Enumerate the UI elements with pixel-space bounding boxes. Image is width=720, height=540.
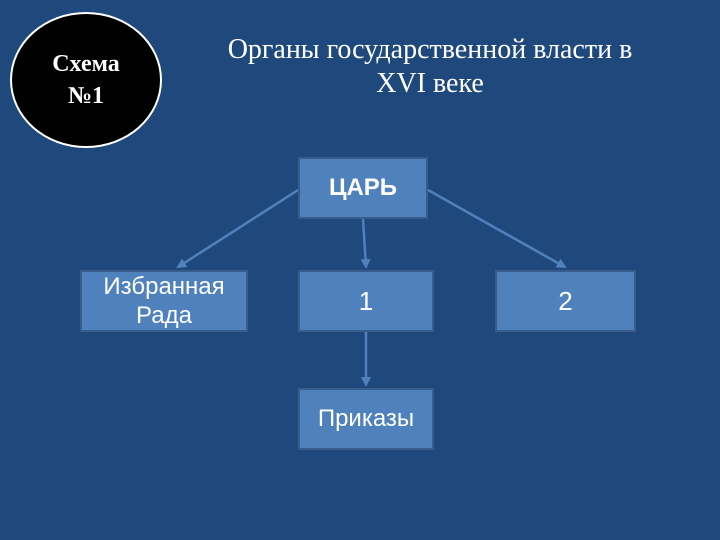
node-rada-line1: Избранная [103, 273, 225, 300]
node-tsar: ЦАРЬ [298, 157, 428, 219]
slide-title-line2: XVI веке [376, 68, 484, 99]
arrow-tsar-to-rada [176, 188, 299, 269]
node-rada-label: Избранная Рада [103, 272, 224, 330]
scheme-badge-line2: №1 [67, 83, 105, 109]
scheme-badge: Схема №1 [10, 12, 162, 148]
slide-title: Органы государственной власти в XVI веке [180, 33, 680, 101]
node-two: 2 [495, 270, 636, 332]
slide-title-line1: Органы государственной власти в [227, 34, 633, 65]
node-prikazy: Приказы [298, 388, 434, 450]
node-two-label: 2 [558, 285, 573, 316]
node-one-label: 1 [358, 285, 374, 316]
node-prikazy-label: Приказы [317, 405, 415, 432]
arrow-tsar-to-two [427, 188, 567, 269]
node-rada-line2: Рада [136, 302, 192, 329]
node-izbrannaya-rada: Избранная Рада [80, 270, 248, 332]
node-tsar-label: ЦАРЬ [328, 174, 398, 201]
arrow-tsar-to-one [360, 218, 371, 269]
scheme-badge-line1: Схема [52, 51, 120, 77]
node-one: 1 [298, 270, 434, 332]
